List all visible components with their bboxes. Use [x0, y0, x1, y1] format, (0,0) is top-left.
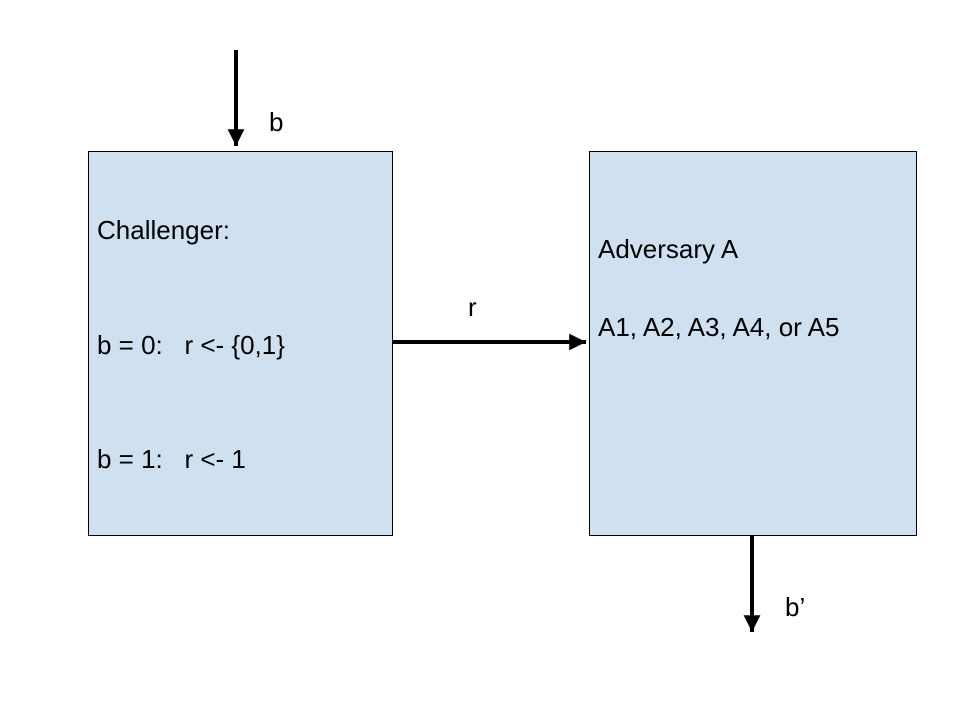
message-r-label: r	[468, 292, 477, 322]
challenger-rule-b1: b = 1: r <- 1	[97, 444, 246, 474]
challenger-rule-b0: b = 0: r <- {0,1}	[97, 330, 285, 360]
adversary-box	[589, 151, 917, 536]
output-b-prime-label: b’	[785, 592, 806, 622]
challenger-box	[88, 151, 393, 536]
challenger-title: Challenger:	[97, 215, 230, 245]
input-b-label: b	[269, 107, 284, 137]
adversary-title: Adversary A	[598, 234, 739, 264]
adversary-variants: A1, A2, A3, A4, or A5	[598, 312, 840, 342]
